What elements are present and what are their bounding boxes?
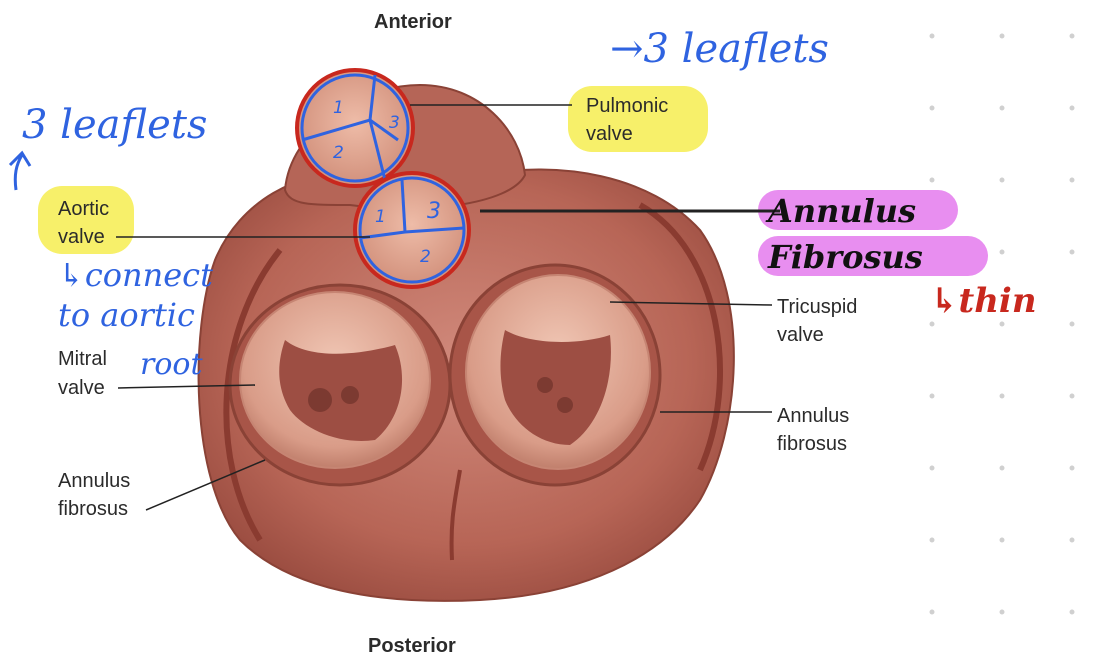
grid-dot bbox=[1069, 609, 1075, 615]
note-thin: ↳thin bbox=[930, 281, 1037, 321]
grid-dot bbox=[1069, 537, 1075, 543]
grid-dot bbox=[929, 609, 935, 615]
label-aortic-line1: Aortic bbox=[58, 198, 109, 220]
handwritten-annotations: →3 leaflets 3 leaflets ↳connect to aorti… bbox=[8, 26, 1037, 382]
pulmonic-leaflet-2: 2 bbox=[333, 143, 344, 163]
leader-lines bbox=[116, 104, 780, 511]
grid-dot bbox=[999, 465, 1005, 471]
label-tricuspid-line1: Tricuspid bbox=[777, 296, 857, 318]
grid-dot bbox=[1069, 33, 1075, 39]
aortic-leaflet-1: 1 bbox=[375, 207, 386, 227]
pulmonic-leaflet-1: 1 bbox=[333, 98, 344, 118]
dot-grid bbox=[929, 33, 1075, 615]
grid-dot bbox=[929, 393, 935, 399]
mitral-valve-shape bbox=[228, 283, 452, 487]
highlights bbox=[38, 86, 988, 276]
label-annulus-right-line2: fibrosus bbox=[777, 433, 847, 455]
grid-dot bbox=[999, 33, 1005, 39]
note-connect-line2: to aortic bbox=[58, 296, 195, 334]
aortic-leaflet-3: 3 bbox=[427, 199, 441, 224]
grid-dot bbox=[1069, 393, 1075, 399]
note-3-leaflets-left: 3 leaflets bbox=[22, 102, 207, 148]
note-connect-line1: ↳connect bbox=[58, 256, 213, 294]
grid-dot bbox=[929, 177, 935, 183]
label-annulus-left-line1: Annulus bbox=[58, 470, 130, 492]
grid-dot bbox=[1069, 177, 1075, 183]
aortic-valve-shape: 1 2 3 bbox=[353, 171, 471, 289]
grid-dot bbox=[929, 105, 935, 111]
grid-dot bbox=[929, 33, 935, 39]
label-posterior: Posterior bbox=[368, 635, 456, 657]
note-annulus: Annulus bbox=[765, 192, 916, 230]
grid-dot bbox=[1069, 249, 1075, 255]
grid-dot bbox=[999, 393, 1005, 399]
label-aortic-line2: valve bbox=[58, 226, 105, 248]
grid-dot bbox=[999, 249, 1005, 255]
label-mitral-line1: Mitral bbox=[58, 348, 107, 370]
grid-dot bbox=[929, 465, 935, 471]
aortic-leaflet-2: 2 bbox=[420, 247, 431, 267]
grid-dot bbox=[1069, 105, 1075, 111]
label-anterior: Anterior bbox=[374, 11, 452, 33]
grid-dot bbox=[929, 321, 935, 327]
printed-labels: Anterior Posterior Pulmonic valve Aortic… bbox=[58, 11, 857, 657]
pulmonic-valve-shape: 1 2 3 bbox=[295, 68, 415, 188]
label-mitral-line2: valve bbox=[58, 377, 105, 399]
grid-dot bbox=[999, 105, 1005, 111]
grid-dot bbox=[1069, 321, 1075, 327]
note-connect-line3: root bbox=[140, 347, 203, 382]
label-tricuspid-line2: valve bbox=[777, 324, 824, 346]
note-fibrosus: Fibrosus bbox=[767, 238, 923, 276]
label-annulus-left-line2: fibrosus bbox=[58, 498, 128, 520]
grid-dot bbox=[999, 321, 1005, 327]
pulmonic-leaflet-3: 3 bbox=[389, 113, 400, 133]
label-pulmonic-line1: Pulmonic bbox=[586, 95, 668, 117]
label-pulmonic-line2: valve bbox=[586, 123, 633, 145]
note-3-leaflets-right: →3 leaflets bbox=[610, 26, 829, 72]
tricuspid-valve-shape bbox=[448, 263, 662, 487]
grid-dot bbox=[1069, 465, 1075, 471]
grid-dot bbox=[929, 537, 935, 543]
grid-dot bbox=[999, 537, 1005, 543]
arrow-up-icon bbox=[8, 150, 32, 191]
grid-dot bbox=[999, 177, 1005, 183]
grid-dot bbox=[999, 609, 1005, 615]
label-annulus-right-line1: Annulus bbox=[777, 405, 849, 427]
